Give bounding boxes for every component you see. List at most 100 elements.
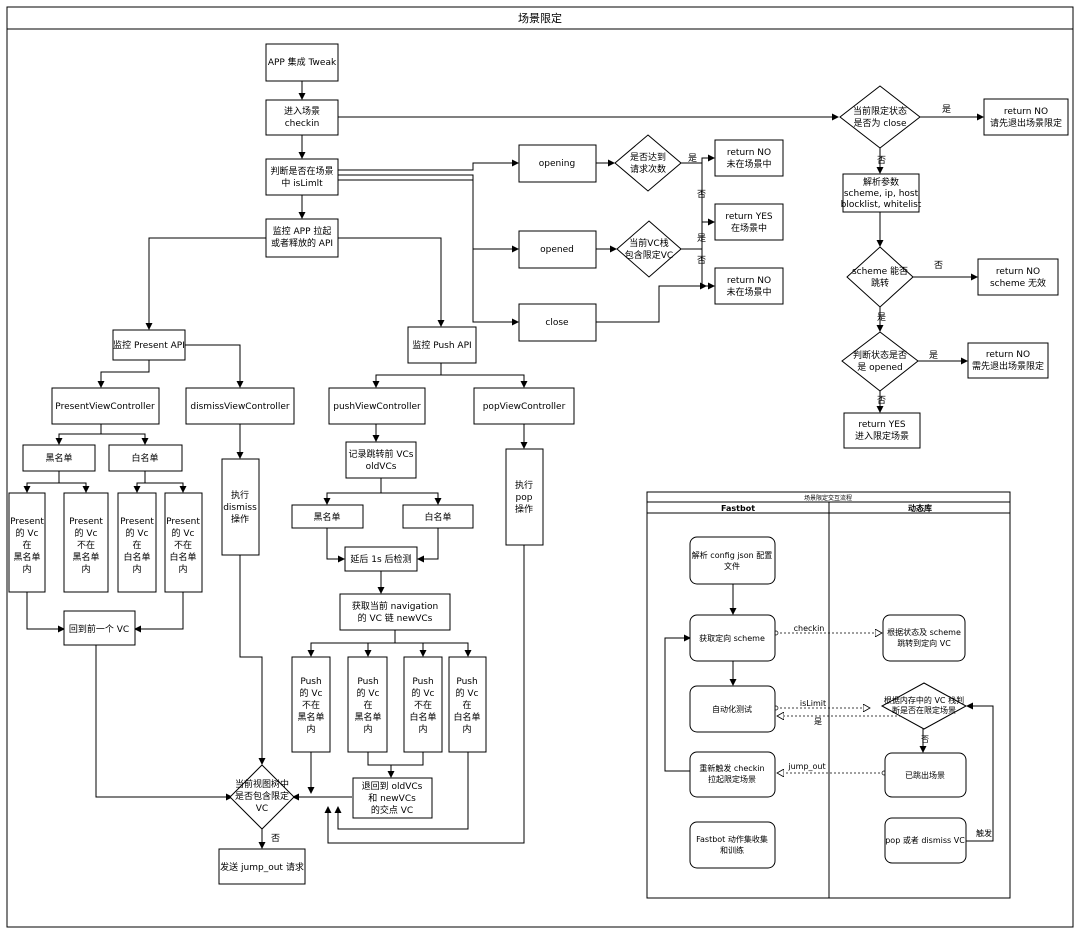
svg-text:发送 jump_out 请求: 发送 jump_out 请求: [220, 861, 304, 873]
box-send-jumpout: 发送 jump_out 请求: [218, 848, 306, 885]
svg-text:内: 内: [178, 563, 187, 575]
svg-text:已跳出场景: 已跳出场景: [905, 770, 945, 780]
svg-text:Present: Present: [10, 517, 44, 527]
svg-text:白名单: 白名单: [131, 452, 158, 464]
svg-text:获取当前 navigation: 获取当前 navigation: [352, 600, 438, 612]
svg-text:是 opened: 是 opened: [857, 362, 903, 373]
box-app-tweak: APP 集成 Tweak: [265, 43, 339, 82]
box-delay-check: 延后 1s 后检测: [344, 546, 418, 572]
svg-text:白名单: 白名单: [453, 711, 480, 723]
svg-text:黑名单: 黑名单: [72, 551, 99, 563]
diamond-contain-vc: 当前VC栈 包含限定VC: [616, 220, 682, 278]
svg-text:内: 内: [22, 563, 31, 575]
box-return-enter: return YES 进入限定场景: [843, 412, 921, 449]
label-no-jump: 否: [934, 260, 943, 271]
diamond-reach-count: 是否达到 请求次数: [614, 134, 682, 192]
svg-text:在: 在: [462, 699, 471, 711]
box-return-no-2: return NO 未在场景中: [714, 267, 784, 305]
swim-exit-scene: 已跳出场景: [884, 752, 967, 798]
svg-text:的 VC 链 newVCs: 的 VC 链 newVCs: [358, 612, 433, 624]
svg-text:return NO: return NO: [727, 148, 771, 158]
label-no-close: 否: [877, 155, 886, 166]
box-record-old: 记录跳转前 VCs oldVCs: [345, 441, 417, 479]
label-jumpout: jump_out: [787, 762, 825, 771]
svg-text:scheme 能否: scheme 能否: [852, 265, 908, 277]
svg-text:的 Vc: 的 Vc: [16, 527, 39, 539]
svg-text:请求次数: 请求次数: [630, 163, 666, 175]
svg-text:或者释放的 API: 或者释放的 API: [271, 237, 333, 249]
swim-pop-dismiss: pop 或者 dismiss VC: [884, 817, 967, 864]
svg-text:白名单: 白名单: [123, 551, 150, 563]
box-present-not-black: Present 的 Vc 不在 黑名单 内: [63, 492, 109, 593]
svg-text:checkin: checkin: [285, 119, 320, 129]
box-present-blacklist: 黑名单: [22, 444, 96, 472]
svg-text:退回到 oldVCs: 退回到 oldVCs: [362, 780, 423, 792]
svg-text:Push: Push: [357, 677, 378, 687]
box-push-whitelist: 白名单: [402, 504, 474, 529]
box-close: close: [518, 303, 597, 342]
label-yes-swim: 是: [814, 717, 822, 726]
box-present-whitelist: 白名单: [108, 444, 183, 472]
svg-text:根据状态及 scheme: 根据状态及 scheme: [887, 627, 961, 637]
svg-text:和 newVCs: 和 newVCs: [368, 793, 416, 804]
svg-text:判断是否在场景: 判断是否在场景: [270, 165, 333, 177]
box-back-prev-vc: 回到前一个 VC: [63, 610, 136, 646]
svg-text:pop 或者 dismiss VC: pop 或者 dismiss VC: [885, 835, 965, 845]
box-opening: opening: [518, 144, 597, 183]
svg-text:执行: 执行: [231, 489, 249, 501]
box-return-yes: return YES 在场景中: [714, 203, 784, 241]
svg-text:PresentViewController: PresentViewController: [55, 402, 155, 412]
svg-text:执行: 执行: [515, 479, 533, 491]
svg-text:白名单: 白名单: [169, 551, 196, 563]
box-dismiss-vc: dismissViewController: [185, 387, 295, 425]
svg-text:return NO: return NO: [1004, 107, 1048, 117]
box-pop-vc: popViewController: [473, 387, 575, 425]
box-monitor-api: 监控 APP 拉起 或者释放的 API: [265, 218, 339, 258]
swim-judge-memory: 根据内存中的 VC 栈判 断是否在限定场景: [880, 682, 968, 730]
svg-text:获取定向 scheme: 获取定向 scheme: [699, 633, 765, 643]
svg-text:不在: 不在: [77, 539, 95, 551]
svg-text:记录跳转前 VCs: 记录跳转前 VCs: [349, 448, 414, 460]
swim-jump-by-scheme: 根据状态及 scheme 跳转到定向 VC: [882, 614, 966, 662]
label-checkin: checkin: [794, 624, 825, 633]
svg-text:不在: 不在: [174, 539, 192, 551]
svg-text:的 Vc: 的 Vc: [126, 527, 149, 539]
svg-text:判断状态是否: 判断状态是否: [853, 349, 907, 361]
svg-text:当前视图树中: 当前视图树中: [235, 778, 289, 790]
label-yes-close: 是: [942, 104, 951, 115]
swim-auto-test: 自动化测试: [689, 685, 776, 733]
box-exec-dismiss: 执行 dismiss 操作: [221, 458, 260, 556]
box-return-scheme-invalid: return NO scheme 无效: [977, 258, 1059, 296]
svg-text:的 Vc: 的 Vc: [172, 527, 195, 539]
swim-parse-config: 解析 config json 配置 文件: [689, 536, 776, 585]
svg-text:中 isLimlt: 中 isLimlt: [281, 177, 323, 189]
box-exec-pop: 执行 pop 操作: [505, 448, 544, 546]
connectors-middle: [338, 113, 839, 326]
svg-text:是否为 close: 是否为 close: [853, 117, 907, 129]
svg-text:在: 在: [132, 539, 141, 551]
svg-text:return YES: return YES: [858, 420, 906, 430]
svg-text:scheme, ip, host: scheme, ip, host: [844, 189, 919, 199]
svg-text:需先退出场景限定: 需先退出场景限定: [972, 360, 1044, 372]
svg-text:return YES: return YES: [725, 212, 773, 222]
svg-text:opened: opened: [540, 245, 574, 255]
label-no-contain: 否: [697, 255, 706, 266]
svg-text:黑名单: 黑名单: [354, 711, 381, 723]
label-yes-jump: 是: [877, 312, 886, 323]
box-push-in-black: Push 的 Vc 在 黑名单 内: [347, 656, 388, 753]
svg-text:的 Vc: 的 Vc: [456, 687, 479, 699]
box-opened: opened: [518, 230, 597, 269]
svg-text:解析参数: 解析参数: [863, 176, 899, 188]
svg-text:的 Vc: 的 Vc: [75, 527, 98, 539]
box-push-vc: pushViewController: [328, 387, 426, 425]
svg-text:内: 内: [306, 723, 315, 735]
box-present-in-black: Present 的 Vc 在 黑名单 内: [8, 492, 46, 593]
swim-get-scheme: 获取定向 scheme: [689, 614, 776, 662]
box-push-not-white: Push 的 Vc 不在 白名单 内: [403, 656, 443, 753]
svg-text:是否包含限定: 是否包含限定: [235, 790, 289, 802]
lane-fastbot: Fastbot: [721, 504, 755, 513]
svg-text:黑名单: 黑名单: [297, 711, 324, 723]
diagram-title: 场景限定: [518, 11, 562, 25]
svg-text:dismissViewController: dismissViewController: [190, 402, 289, 412]
